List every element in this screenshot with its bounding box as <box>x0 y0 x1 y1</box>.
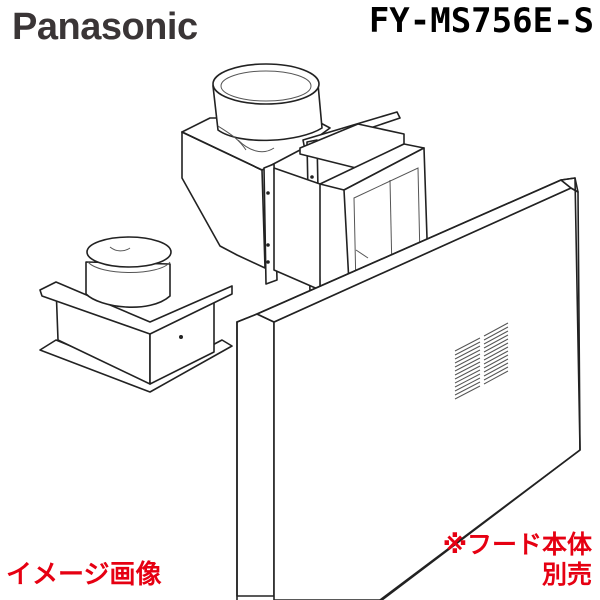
brand-logo: Panasonic <box>12 6 198 48</box>
sold-separately-line1: ※フード本体 <box>442 530 592 559</box>
vent-grille <box>454 322 509 400</box>
image-disclaimer: イメージ画像 <box>6 560 162 590</box>
sold-separately-line2: 別売 <box>541 559 592 589</box>
upper-duct-adapter <box>181 63 331 269</box>
sold-separately-note: ※フード本体 別売 <box>443 530 592 589</box>
model-number: FY-MS756E-S <box>368 1 594 41</box>
square-duct-box <box>39 236 233 393</box>
front-cover-panel <box>236 177 581 600</box>
